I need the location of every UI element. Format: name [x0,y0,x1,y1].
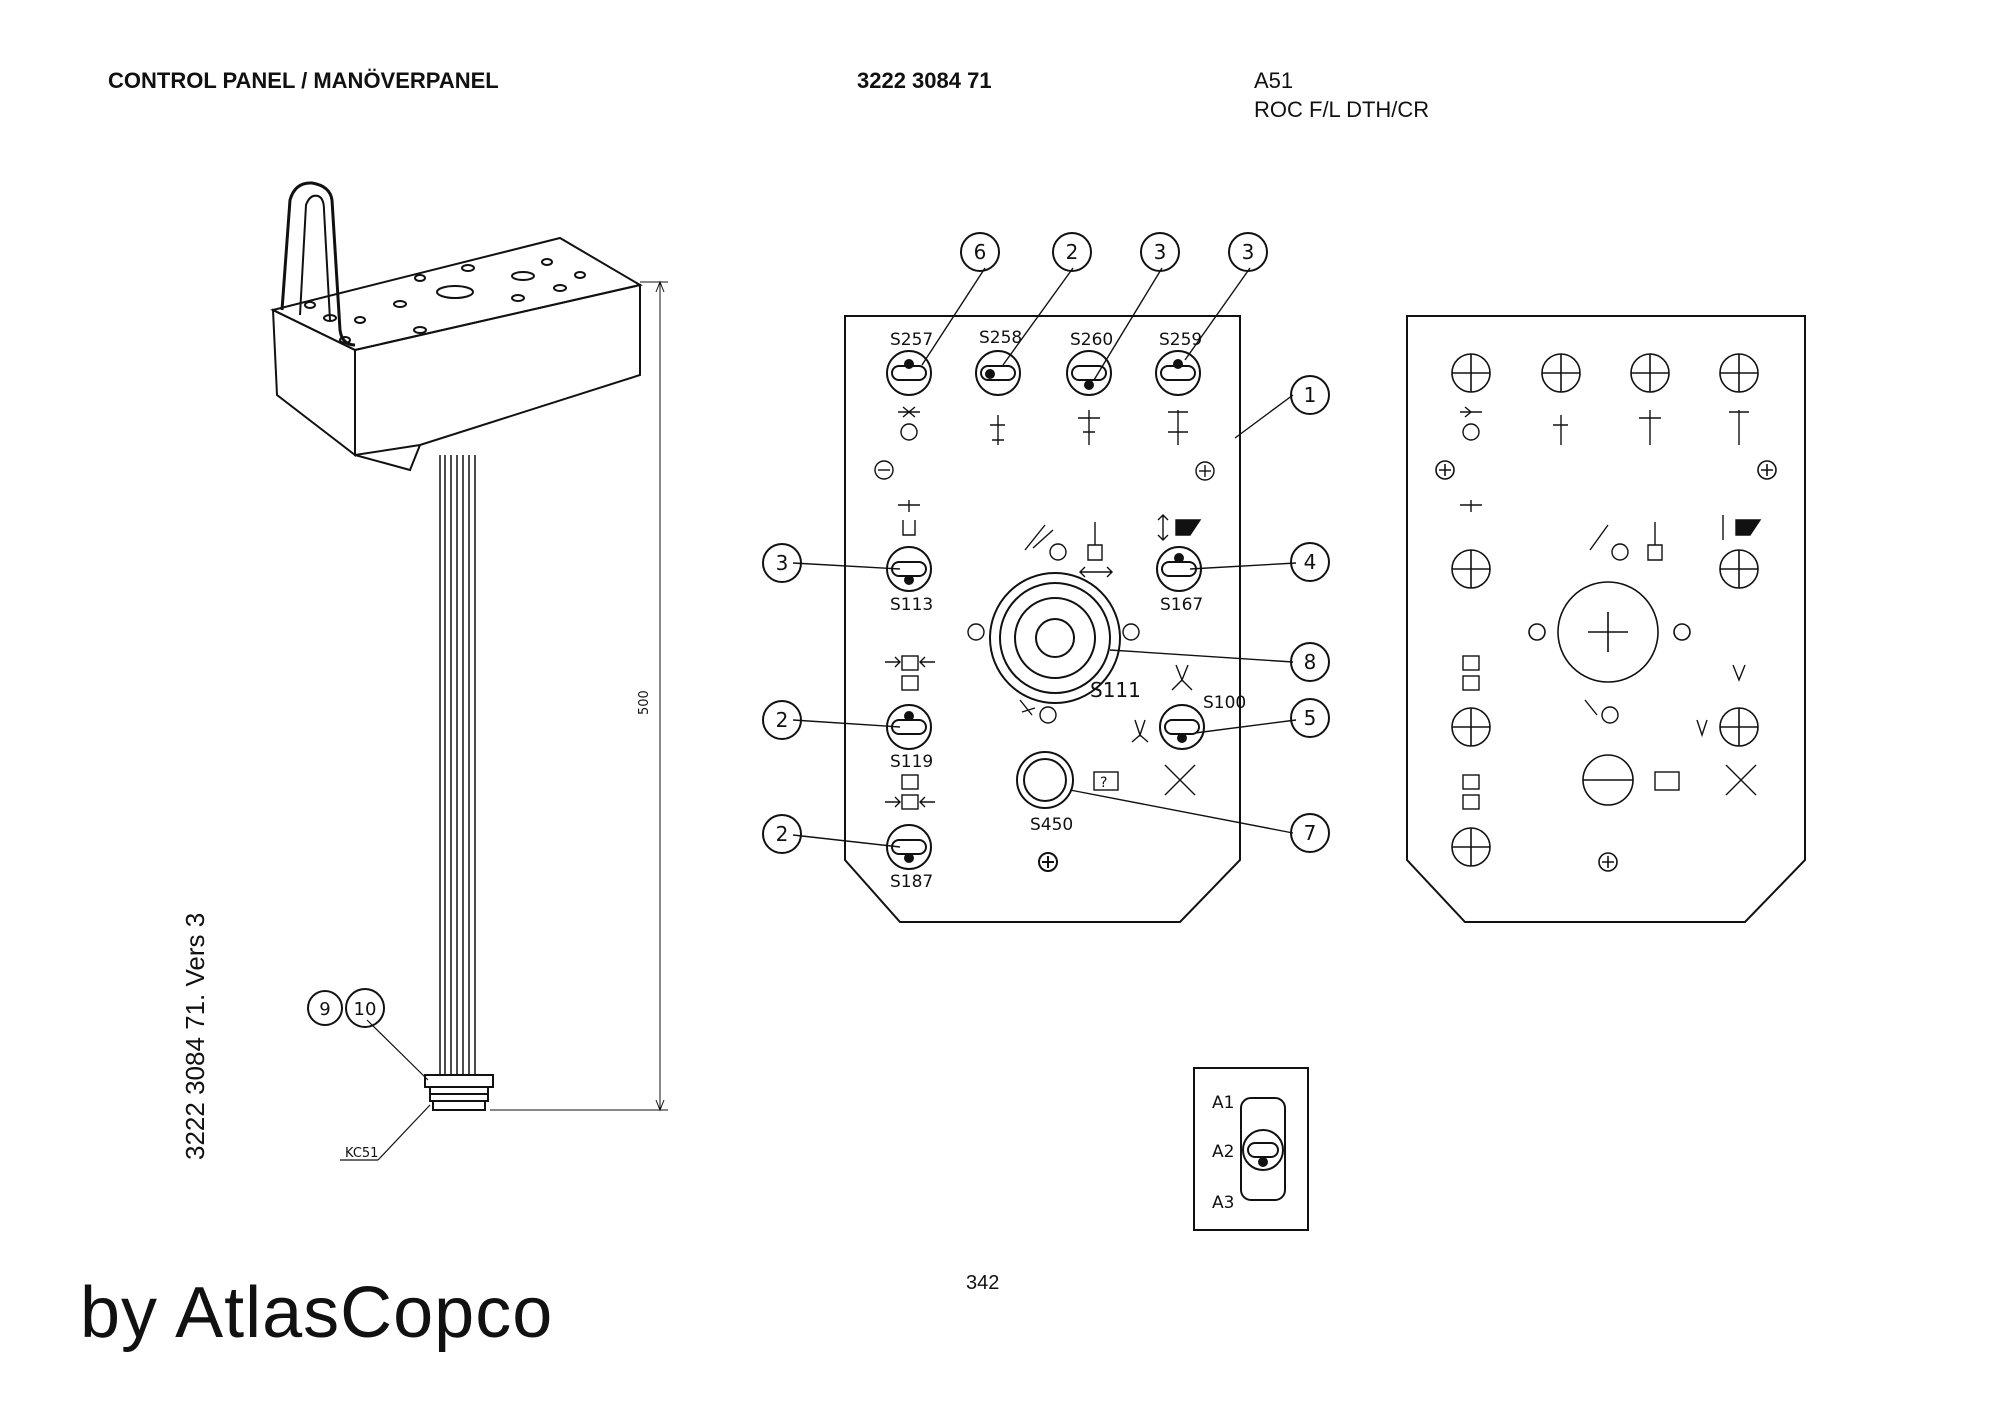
control-panel-labelled [844,315,1241,923]
panel-3d-view [270,181,668,1161]
balloon-7: 7 [1304,821,1317,845]
balloon-3-top-a: 3 [1154,240,1167,264]
selector-position-a3: A3 [1212,1193,1234,1213]
rotary-switch-s187 [886,824,932,870]
balloon-6: 6 [974,240,987,264]
rotary-switch-s258 [975,350,1021,396]
balloon-10: 10 [354,999,377,1020]
machine-model: ROC F/L DTH/CR [1254,97,1430,122]
balloon-1: 1 [1304,383,1317,407]
switch-label-s167: S167 [1160,595,1203,615]
balloon-2-mid: 2 [776,708,789,732]
switch-label-s119: S119 [890,752,933,772]
switch-label-s258: S258 [979,328,1022,348]
connector-label: KC51 [345,1146,378,1161]
function-symbols-mid [898,500,1202,641]
balloon-2-top: 2 [1066,240,1079,264]
balloon-3-left: 3 [776,551,789,575]
switch-label-s257: S257 [890,330,933,350]
switch-label-s260: S260 [1070,330,1113,350]
rotary-switch-s259 [1155,350,1201,396]
function-symbols-row1 [874,406,1215,481]
dimension-label: 500 [637,690,652,715]
page-number: 342 [966,1272,1000,1294]
blank-panel-symbols [1460,406,1762,810]
brand-watermark: by AtlasCopco [80,1273,554,1353]
balloon-4: 4 [1304,550,1317,574]
rotary-switch-s100 [1159,704,1205,750]
push-button-s450 [1016,751,1074,809]
balloon-5: 5 [1304,706,1317,730]
callout-balloons [307,232,1330,1028]
switch-label-s450: S450 [1030,815,1073,835]
selector-position-a1: A1 [1212,1093,1234,1113]
balloon-8: 8 [1304,650,1317,674]
switch-label-s187: S187 [890,872,933,892]
balloon-3-top-b: 3 [1242,240,1255,264]
svg-text:?: ? [1100,775,1107,791]
balloon-9: 9 [319,999,330,1020]
joystick-s111 [989,572,1121,704]
rotary-switch-s260 [1066,350,1112,396]
balloon-2-bottom: 2 [776,822,789,846]
selector-switch [1240,1097,1286,1201]
blank-panel-holes [1435,353,1777,872]
function-symbols-lower-right: ? [1019,664,1196,796]
callout-leaders [792,267,1297,848]
function-symbols-lower-left [885,655,935,810]
switch-label-s100: S100 [1203,693,1246,713]
switch-label-s111: S111 [1090,678,1141,702]
selector-position-a2: A2 [1212,1142,1234,1162]
mount-hole [1038,852,1058,872]
switch-label-s259: S259 [1159,330,1202,350]
control-panel-blank [1406,315,1806,923]
part-number: 3222 3084 71 [857,68,992,93]
selector-detail-box [1193,1067,1309,1231]
switch-label-s113: S113 [890,595,933,615]
rotary-switch-s257 [886,350,932,396]
drawing-code: A51 [1254,68,1294,93]
drawing-title: CONTROL PANEL / MANÖVERPANEL [108,68,499,93]
